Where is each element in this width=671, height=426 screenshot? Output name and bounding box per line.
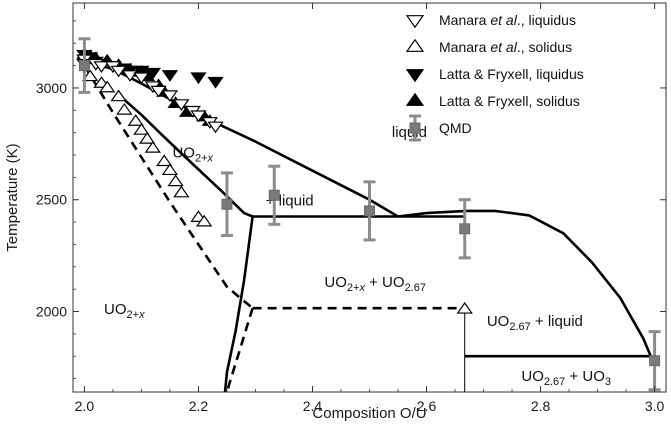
legend-entry-4-part: QMD <box>439 120 472 136</box>
y-tick-label: 3000 <box>36 80 67 96</box>
region-label-uo2x-upper: UO2+x <box>172 144 213 164</box>
x-tick-label: 2.2 <box>189 398 209 414</box>
legend-entry-1-part: ., solidus <box>517 39 572 55</box>
data-point-open-up-triangle <box>167 174 184 187</box>
legend-entry-0-part: ., liquidus <box>517 12 576 28</box>
data-point-open-up-triangle <box>138 132 156 144</box>
region-label-uo2x-upper-part: x <box>207 152 214 164</box>
y-tick-label: 2000 <box>36 304 67 320</box>
region-label-uo2x-uo267-part: UO <box>324 274 347 291</box>
data-point-gray-square-errorbar <box>221 198 233 210</box>
region-label-uo267-uo3-part: 3 <box>605 376 611 388</box>
phase-line-liquid-dome <box>397 209 653 360</box>
data-point-open-up-triangle <box>173 185 190 198</box>
region-label-uo267-uo3-part: UO <box>521 368 544 385</box>
data-point-open-up-triangle <box>116 102 133 115</box>
region-label-uo2x-lower: UO2+x <box>104 301 145 321</box>
phase-line-liquidus <box>84 59 399 218</box>
region-label-uo2x-lower-part: UO <box>104 301 127 318</box>
y-tick-label: 2500 <box>36 192 67 208</box>
x-tick-label: 2.8 <box>531 398 551 414</box>
legend-entry-2: Latta & Fryxell, liquidus <box>439 66 584 82</box>
phase-line-uo2x-boundary-solid <box>223 216 254 392</box>
region-label-uo2x-uo267: UO2+x + UO2.67 <box>324 274 426 294</box>
data-point-open-down-triangle <box>173 99 190 111</box>
data-point-open-up-triangle <box>127 114 144 126</box>
phase-line-solidus <box>117 93 254 218</box>
x-tick-label: 2.0 <box>75 398 95 414</box>
legend-entry-3-part: Latta & Fryxell, solidus <box>439 93 580 109</box>
y-axis-label: Temperature (K) <box>4 143 21 251</box>
region-label-uo267-liquid-part: + liquid <box>531 313 583 330</box>
data-point-gray-square-errorbar <box>78 60 90 72</box>
data-point-open-up-triangle <box>81 69 99 82</box>
legend-entry-1: Manara et al., solidus <box>439 39 572 55</box>
legend-entry-0: Manara et al., liquidus <box>439 12 576 28</box>
data-point-open-down-triangle <box>150 85 167 98</box>
phase-line-uo2x-boundary-dashed <box>83 64 254 310</box>
legend-entry-0-part: et al <box>490 12 517 28</box>
legend-marker-open-up-triangle <box>405 38 425 52</box>
region-label-uo267-liquid-part: 2.67 <box>509 321 530 333</box>
region-label-uo267-uo3: UO2.67 + UO3 <box>521 368 611 388</box>
data-point-open-up-triangle <box>161 163 179 176</box>
legend-marker-filled-down-triangle <box>405 69 425 83</box>
legend-entry-2-part: Latta & Fryxell, liquidus <box>439 66 584 82</box>
legend-entry-1-part: Manara <box>439 39 490 55</box>
data-point-gray-square-errorbar <box>459 223 471 235</box>
legend-entry-0-part: Manara <box>439 12 490 28</box>
data-point-open-down-triangle <box>93 61 110 73</box>
region-label-uo267-uo3-part: 2.67 <box>544 376 565 388</box>
x-tick-label: 2.4 <box>303 398 323 414</box>
legend-entry-1-part: et al <box>490 39 517 55</box>
data-point-open-down-triangle <box>190 110 207 123</box>
data-point-open-up-triangle <box>133 123 150 135</box>
region-label-uo2x-uo267-part: + UO <box>365 274 405 291</box>
data-point-open-down-triangle <box>110 65 127 78</box>
region-label-uo267-liquid-part: UO <box>487 313 510 330</box>
data-point-gray-square-errorbar <box>364 205 375 217</box>
x-tick-label: 2.6 <box>417 398 437 414</box>
data-point-open-up-triangle <box>195 214 213 227</box>
legend-marker-filled-up-triangle <box>405 92 425 106</box>
legend-marker-gray-square-errorbar <box>409 122 421 134</box>
legend-marker-open-down-triangle <box>405 15 425 29</box>
data-point-open-up-triangle <box>156 154 173 167</box>
phase-lines-layer <box>83 59 653 392</box>
data-point-open-up-triangle <box>456 301 473 314</box>
data-point-filled-down-triangle <box>207 76 224 89</box>
region-label-uo2x-uo267-part: 2.67 <box>405 282 426 294</box>
region-label-uo2x-uo267-part: x <box>358 282 365 294</box>
x-axis-label: Composition O/U <box>312 405 426 422</box>
region-label-uo2x-upper-part: 2+ <box>195 152 208 164</box>
data-point-open-down-triangle <box>161 90 179 103</box>
data-point-open-up-triangle <box>144 140 161 153</box>
data-point-open-down-triangle <box>207 121 224 134</box>
data-point-gray-square-errorbar <box>268 189 280 201</box>
data-point-filled-down-triangle <box>161 70 179 82</box>
data-point-open-down-triangle <box>133 72 150 85</box>
region-label-uo267-liquid: UO2.67 + liquid <box>487 313 583 333</box>
axes-layer: 2.0 2.2 2.4 2.6 2.8 3.0 2000 2500 3000Compositio… <box>4 3 666 422</box>
phase-line-uo2x-dashed-lower <box>225 307 254 392</box>
data-point-filled-down-triangle <box>190 72 207 85</box>
region-label-uo2x-uo267-part: 2+ <box>347 282 360 294</box>
data-point-gray-square-errorbar <box>649 355 661 367</box>
legend-entry-4: QMD <box>439 120 472 136</box>
region-label-uo267-uo3-part: + UO <box>565 368 605 385</box>
region-label-uo2x-lower-part: 2+ <box>127 309 140 321</box>
x-tick-label: 3.0 <box>645 398 665 414</box>
legend-entry-3: Latta & Fryxell, solidus <box>439 93 580 109</box>
data-point-open-up-triangle <box>110 89 127 102</box>
data-points-layer <box>76 37 661 392</box>
region-label-uo2x-upper-part: UO <box>172 144 195 161</box>
data-point-open-down-triangle <box>121 70 139 82</box>
region-label-uo2x-lower-part: x <box>138 309 145 321</box>
data-point-open-up-triangle <box>99 80 116 93</box>
